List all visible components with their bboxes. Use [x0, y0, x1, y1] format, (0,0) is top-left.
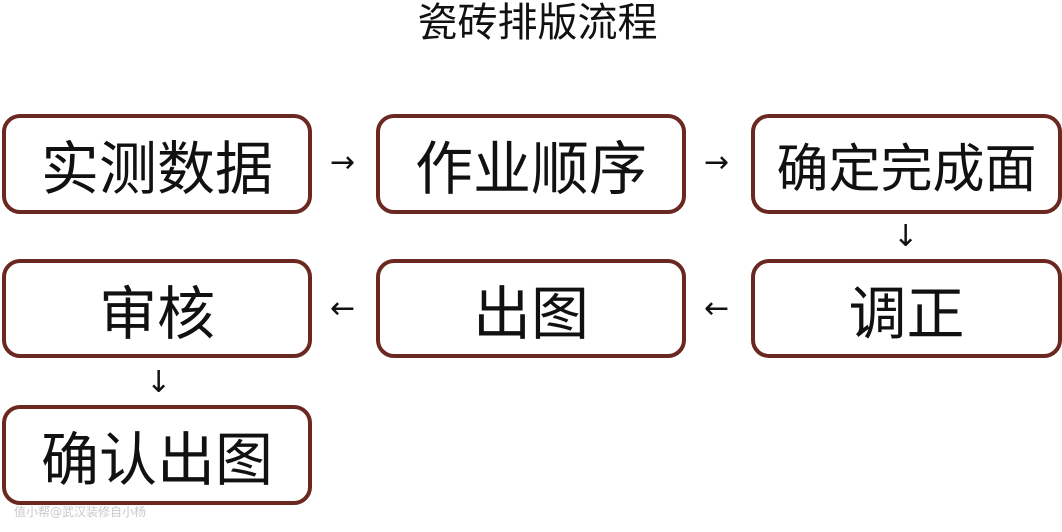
- step-measure-data: 实测数据: [2, 114, 312, 214]
- arrow-right-icon: →: [330, 145, 356, 180]
- step-draw: 出图: [376, 259, 686, 358]
- step-confirm-drawing: 确认出图: [2, 405, 312, 505]
- step-work-order: 作业顺序: [376, 114, 686, 214]
- step-adjust: 调正: [751, 259, 1062, 358]
- arrow-left-icon: ←: [330, 291, 356, 326]
- step-review: 审核: [2, 259, 312, 358]
- diagram-title: 瓷砖排版流程: [417, 0, 658, 46]
- arrow-left-icon: ←: [704, 291, 730, 326]
- watermark: 值小帮@武汉装修自小杨: [14, 505, 147, 519]
- arrow-down-icon: ↓: [893, 219, 919, 254]
- step-finish-surface: 确定完成面: [751, 114, 1062, 214]
- arrow-down-icon: ↓: [146, 365, 172, 400]
- arrow-right-icon: →: [704, 145, 730, 180]
